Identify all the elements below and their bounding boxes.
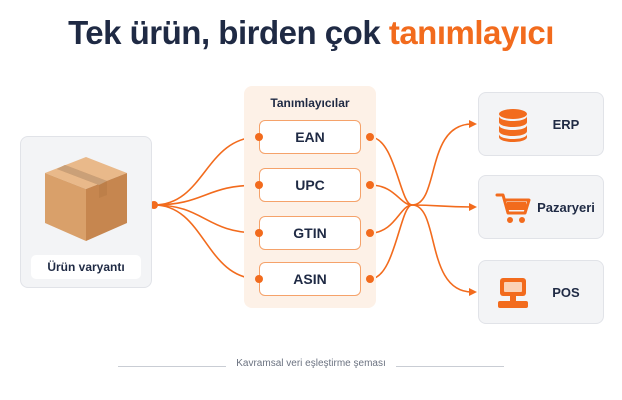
identifier-upc: UPC: [259, 168, 361, 202]
wire-asin-hub: [369, 204, 413, 280]
gtin-out-dot: [366, 229, 374, 237]
wire-hub-pazaryeri: [411, 204, 473, 208]
product-card: Ürün varyantı: [20, 136, 152, 288]
wire-upc-hub: [369, 184, 413, 206]
cardboard-box-icon: [45, 157, 127, 241]
asin-in-dot: [255, 275, 263, 283]
wire-hub-pos: [411, 204, 473, 293]
caption-divider-left: [118, 366, 226, 367]
shopping-cart-icon: [495, 193, 531, 223]
wire-product-upc: [153, 184, 260, 206]
upc-out-dot: [366, 181, 374, 189]
asin-out-dot: [366, 275, 374, 283]
wire-product-asin: [153, 204, 260, 280]
title-main: Tek ürün, birden çok: [68, 14, 389, 51]
ean-out-dot: [366, 133, 374, 141]
ean-in-dot: [255, 133, 263, 141]
wire-hub-erp: [411, 123, 473, 206]
target-label-pos: POS: [552, 284, 580, 300]
arrow-pazaryeri: [469, 203, 477, 211]
wire-product-ean: [153, 136, 260, 206]
caption: Kavramsal veri eşleştirme şeması: [236, 358, 386, 369]
identifier-asin: ASIN: [259, 262, 361, 296]
product-label: Ürün varyantı: [31, 255, 141, 279]
target-label-pazaryeri: Pazaryeri: [537, 199, 595, 215]
identifier-gtin: GTIN: [259, 216, 361, 250]
identifiers-title: Tanımlayıcılar: [270, 96, 350, 110]
caption-divider-right: [396, 366, 504, 367]
title-accent: tanımlayıcı: [388, 14, 555, 51]
arrow-erp: [469, 120, 477, 128]
identifier-ean: EAN: [259, 120, 361, 154]
target-label-erp: ERP: [552, 116, 580, 132]
wire-ean-hub: [369, 136, 413, 206]
wire-gtin-hub: [369, 204, 413, 234]
page-title: Tek ürün, birden çok tanımlayıcı: [0, 14, 622, 52]
pos-terminal-icon: [498, 278, 528, 308]
target-card-pazaryeri: Pazaryeri: [478, 175, 604, 239]
database-icon: [499, 109, 527, 142]
arrow-pos: [469, 288, 477, 296]
product-out-dot: [150, 201, 158, 209]
wire-product-gtin: [153, 204, 260, 234]
upc-in-dot: [255, 181, 263, 189]
target-card-erp: ERP: [478, 92, 604, 156]
target-card-pos: POS: [478, 260, 604, 324]
gtin-in-dot: [255, 229, 263, 237]
